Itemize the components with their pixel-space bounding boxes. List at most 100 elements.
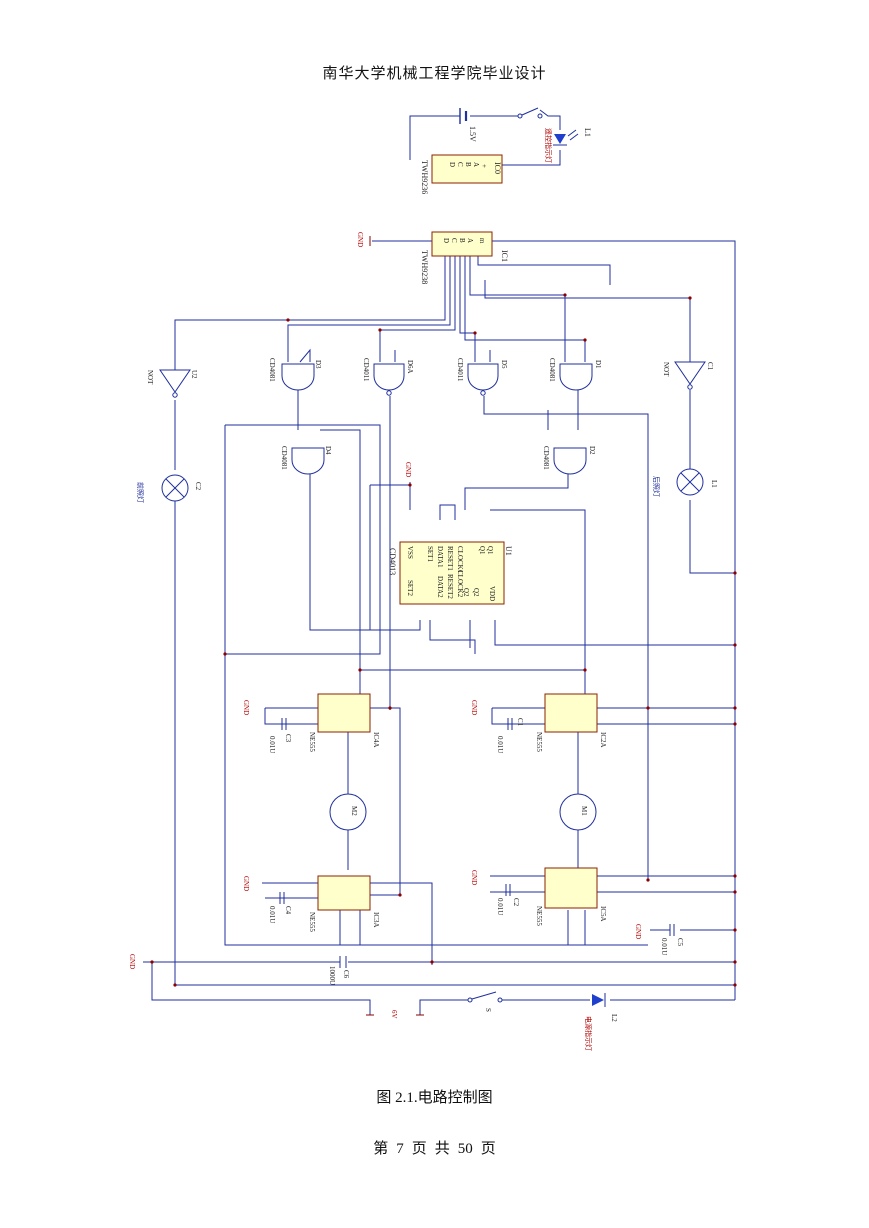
gnd-label-ic3a: GND <box>242 876 250 891</box>
battery-label: 1.5V <box>468 126 477 142</box>
gate-d3-ref: D3 <box>314 360 322 369</box>
timer-ic2a <box>544 693 598 733</box>
lamp-l1 <box>676 468 704 496</box>
gate-d2-ref: D2 <box>588 446 596 455</box>
u1-part: CD4013 <box>388 548 397 575</box>
ic0-pin-plus: + <box>480 164 488 168</box>
u1-pin-reset2: RESET2 <box>446 574 454 599</box>
supply-label: 6V <box>390 1010 398 1019</box>
gate-d1 <box>559 363 593 391</box>
lamp-l1-ref: L1 <box>710 480 718 488</box>
ic1-pin-c: C <box>450 238 458 243</box>
u1-pin-reset1: RESET1 <box>446 546 454 571</box>
capacitor-c1-value: 0.01U <box>496 736 504 753</box>
gate-d6a <box>373 363 405 396</box>
led-l1-name: 遥控指示灯 <box>544 128 553 163</box>
led-l2-name: 电源指示灯 <box>584 1016 593 1051</box>
capacitor-c3-ref: C3 <box>284 734 292 743</box>
ic1-chip <box>431 231 493 257</box>
led-l2-ref: L2 <box>610 1014 618 1022</box>
ic1-part: TWH9238 <box>420 250 429 284</box>
ic1-pin-d: D <box>442 238 450 243</box>
gnd-label-ic4a: GND <box>242 700 250 715</box>
u1-pin-clock2: CLOCK2 <box>456 570 464 598</box>
capacitor-c3-value: 0.01U <box>268 736 276 753</box>
capacitor-c6 <box>339 956 347 968</box>
capacitor-c3 <box>281 718 287 730</box>
gnd-label-c5: GND <box>634 924 642 939</box>
ic1-pin-a: A <box>466 238 474 243</box>
gate-d4-part: CD4081 <box>280 446 288 470</box>
capacitor-c4-ref: C4 <box>284 906 292 915</box>
gnd-label-u1: GND <box>404 462 412 477</box>
gate-d5-part: CD4011 <box>456 358 464 382</box>
capacitor-c5-ref: C5 <box>676 938 684 947</box>
motor-m1-label: M1 <box>580 806 588 816</box>
top-switch <box>517 107 543 119</box>
u1-pin-set2: SET2 <box>406 580 414 596</box>
page-header: 南华大学机械工程学院毕业设计 <box>322 66 547 82</box>
gate-d5 <box>467 363 499 396</box>
ic0-pin-a: A <box>472 162 480 167</box>
capacitor-c2-ref: C2 <box>512 898 520 907</box>
u1-pin-q2a: Q2 <box>462 588 470 597</box>
gate-d4-ref: D4 <box>324 446 332 455</box>
capacitor-c6-value: 1000U <box>328 966 336 985</box>
main-switch-label: S <box>484 1008 492 1012</box>
u1-pin-vdd: VDD <box>488 586 496 601</box>
motor-m1 <box>559 793 597 831</box>
inverter-u2-part: NOT <box>146 370 154 385</box>
total-prefix: 共 <box>434 1141 450 1157</box>
ic0-pin-b: B <box>464 162 472 167</box>
timer-ic3a-part: NE555 <box>308 912 316 932</box>
gate-d3 <box>281 363 315 391</box>
u1-pin-data1: DATA1 <box>436 546 444 568</box>
capacitor-c4 <box>279 892 285 904</box>
u1-pin-vss: VSS <box>406 546 414 559</box>
ic0-ref: IC0 <box>493 162 502 174</box>
gate-d2-part: CD4081 <box>542 446 550 470</box>
capacitor-c2-value: 0.01U <box>496 898 504 915</box>
timer-ic5a-ref: IC5A <box>599 906 607 922</box>
timer-ic3a <box>317 875 371 911</box>
timer-ic5a-part: NE555 <box>535 906 543 926</box>
inverter-c1-part: NOT <box>662 362 670 377</box>
led-power-l2 <box>592 993 606 1007</box>
main-switch <box>467 991 503 1003</box>
u1-pin-q1b: Q1 <box>486 546 494 555</box>
capacitor-c5-value: 0.01U <box>660 938 668 955</box>
u1-pin-set1: SET1 <box>426 546 434 562</box>
ic1-pin-m: m <box>478 238 486 244</box>
motor-m2-label: M2 <box>350 806 358 816</box>
page-suffix: 页 <box>480 1141 496 1157</box>
motor-m2 <box>329 793 367 831</box>
gate-d4 <box>291 447 325 475</box>
gnd-label-ic2a: GND <box>470 700 478 715</box>
lamp-c2 <box>161 474 189 502</box>
gnd-label-ic5a: GND <box>470 870 478 885</box>
inverter-c1-ref: C1 <box>706 362 714 371</box>
ic0-part: TWH9236 <box>420 160 429 194</box>
capacitor-c1-ref: C1 <box>516 718 524 727</box>
ic0-chip <box>431 154 503 184</box>
page-prefix: 第 <box>373 1141 389 1157</box>
capacitor-c2 <box>505 884 511 896</box>
gate-d2 <box>553 447 587 475</box>
inverter-u2-ref: U2 <box>190 370 198 379</box>
gate-d6a-ref: D6A <box>406 360 414 374</box>
timer-ic5a <box>544 867 598 909</box>
capacitor-c6-ref: C6 <box>342 970 350 979</box>
gate-d5-ref: D5 <box>500 360 508 369</box>
gate-d3-part: CD4081 <box>268 358 276 382</box>
inverter-u2 <box>159 369 191 398</box>
page-number: 7 <box>396 1141 404 1157</box>
gate-d6a-part: CD4011 <box>362 358 370 382</box>
lamp-c2-ref: C2 <box>194 482 202 491</box>
gate-d1-part: CD4081 <box>548 358 556 382</box>
ic1-ref: IC1 <box>500 250 509 262</box>
gnd-label-main: GND <box>128 954 136 969</box>
led-l1-ref: L1 <box>583 128 592 137</box>
u1-ref: U1 <box>504 546 513 556</box>
